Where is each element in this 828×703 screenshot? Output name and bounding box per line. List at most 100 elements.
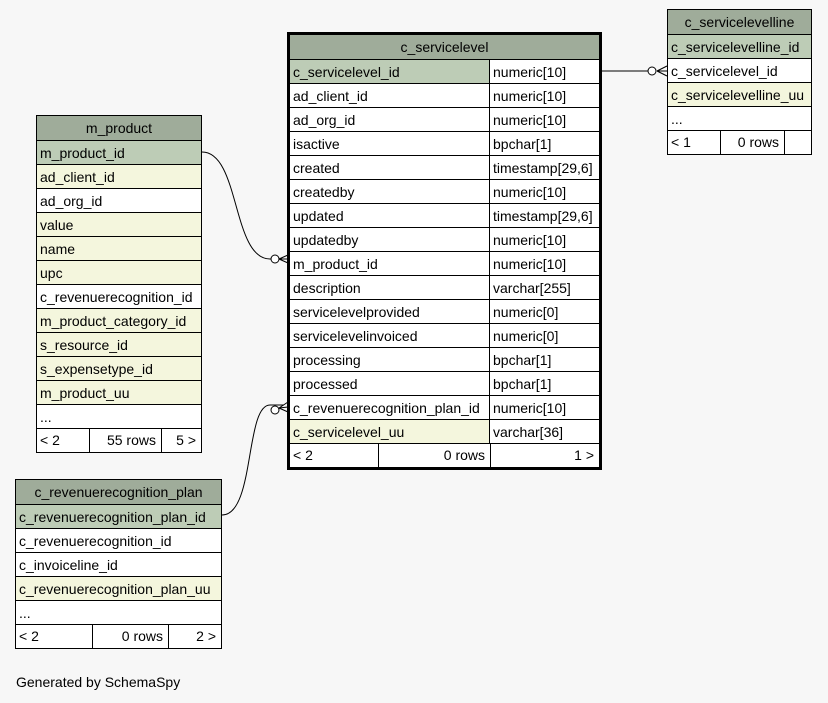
table-column-row[interactable]: ad_org_id numeric[10] bbox=[290, 108, 599, 132]
fk-optional-marker-servicelevelline bbox=[647, 66, 657, 76]
table-column-row[interactable]: c_revenuerecognition_id bbox=[16, 529, 221, 553]
column-type: numeric[10] bbox=[489, 228, 599, 251]
table-title[interactable]: m_product bbox=[37, 116, 201, 141]
column-type: numeric[0] bbox=[489, 324, 599, 347]
table-footer: < 2 0 rows 2 > bbox=[16, 625, 221, 648]
column-name: c_revenuerecognition_plan_id bbox=[293, 400, 480, 416]
fk-optional-marker-revenue-plan bbox=[270, 405, 280, 415]
children-count[interactable]: 5 > bbox=[161, 429, 201, 452]
column-type: varchar[36] bbox=[489, 420, 599, 443]
table-footer: < 1 0 rows bbox=[668, 131, 811, 154]
row-count: 55 rows bbox=[89, 429, 161, 452]
column-name: name bbox=[40, 241, 76, 257]
column-name: ad_org_id bbox=[40, 193, 103, 209]
table-column-row[interactable]: ad_client_id bbox=[37, 165, 201, 189]
table-title[interactable]: c_revenuerecognition_plan bbox=[16, 480, 221, 505]
column-name: ... bbox=[40, 409, 52, 425]
parents-count[interactable]: < 2 bbox=[19, 628, 39, 644]
column-name: m_product_id bbox=[40, 145, 125, 161]
column-name: upc bbox=[40, 265, 63, 281]
column-type: numeric[10] bbox=[489, 180, 599, 203]
children-count[interactable]: 2 > bbox=[168, 625, 221, 648]
table-column-row[interactable]: m_product_category_id bbox=[37, 309, 201, 333]
generated-by-credit[interactable]: Generated by SchemaSpy bbox=[16, 674, 181, 690]
table-column-row[interactable]: m_product_id bbox=[37, 141, 201, 165]
table-column-row[interactable]: upc bbox=[37, 261, 201, 285]
table-column-row[interactable]: c_invoiceline_id bbox=[16, 553, 221, 577]
table-column-row[interactable]: c_revenuerecognition_id bbox=[37, 285, 201, 309]
table-title[interactable]: c_servicelevelline bbox=[668, 10, 811, 35]
column-name: c_servicelevel_id bbox=[293, 64, 400, 80]
table-footer: < 2 55 rows 5 > bbox=[37, 429, 201, 452]
table-column-row[interactable]: createdby numeric[10] bbox=[290, 180, 599, 204]
column-name: updatedby bbox=[293, 232, 359, 248]
parents-count[interactable]: < 2 bbox=[40, 432, 60, 448]
row-count: 0 rows bbox=[378, 444, 490, 467]
column-name: ad_org_id bbox=[293, 112, 356, 128]
table-column-row[interactable]: c_servicelevel_id bbox=[668, 59, 811, 83]
table-title[interactable]: c_servicelevel bbox=[290, 35, 599, 60]
column-name: description bbox=[293, 280, 361, 296]
column-name: value bbox=[40, 217, 74, 233]
column-type: numeric[0] bbox=[489, 300, 599, 323]
column-type: bpchar[1] bbox=[489, 348, 599, 371]
row-count: 0 rows bbox=[720, 131, 784, 154]
table-column-row[interactable]: m_product_uu bbox=[37, 381, 201, 405]
table-column-row[interactable]: c_revenuerecognition_plan_uu bbox=[16, 577, 221, 601]
column-name: c_revenuerecognition_plan_id bbox=[19, 509, 206, 525]
column-type: numeric[10] bbox=[489, 108, 599, 131]
column-name: c_servicelevel_id bbox=[671, 63, 778, 79]
column-name: createdby bbox=[293, 184, 355, 200]
table-column-row[interactable]: s_expensetype_id bbox=[37, 357, 201, 381]
column-type: numeric[10] bbox=[489, 84, 599, 107]
column-name: ... bbox=[19, 605, 31, 621]
parents-count[interactable]: < 2 bbox=[293, 447, 313, 463]
children-count[interactable]: 1 > bbox=[490, 444, 599, 467]
table-column-row[interactable]: ad_client_id numeric[10] bbox=[290, 84, 599, 108]
table-column-row[interactable]: c_servicelevel_uu varchar[36] bbox=[290, 420, 599, 444]
fk-crowfoot-servicelevelline bbox=[656, 65, 668, 77]
column-name: servicelevelinvoiced bbox=[293, 328, 418, 344]
table-footer: < 2 0 rows 1 > bbox=[290, 444, 599, 467]
table-column-row[interactable]: ad_org_id bbox=[37, 189, 201, 213]
column-name: c_revenuerecognition_id bbox=[40, 289, 193, 305]
table-c-revenuerecognition-plan[interactable]: c_revenuerecognition_plan c_revenuerecog… bbox=[15, 479, 222, 649]
table-column-row[interactable]: value bbox=[37, 213, 201, 237]
column-type: timestamp[29,6] bbox=[489, 156, 599, 179]
column-type: bpchar[1] bbox=[489, 132, 599, 155]
column-name: c_revenuerecognition_id bbox=[19, 533, 172, 549]
table-c-servicelevelline[interactable]: c_servicelevelline c_servicelevelline_id… bbox=[667, 9, 812, 155]
table-column-row[interactable]: servicelevelinvoiced numeric[0] bbox=[290, 324, 599, 348]
table-column-row[interactable]: updatedby numeric[10] bbox=[290, 228, 599, 252]
children-count[interactable] bbox=[784, 131, 811, 154]
table-column-row[interactable]: c_servicelevelline_id bbox=[668, 35, 811, 59]
table-column-row[interactable]: s_resource_id bbox=[37, 333, 201, 357]
table-column-row[interactable]: ... bbox=[16, 601, 221, 625]
table-column-row[interactable]: c_revenuerecognition_plan_id bbox=[16, 505, 221, 529]
fk-line-m-product bbox=[201, 151, 284, 260]
column-name: ad_client_id bbox=[293, 88, 368, 104]
column-name: c_invoiceline_id bbox=[19, 557, 118, 573]
column-name: c_servicelevelline_id bbox=[671, 39, 800, 55]
column-name: c_servicelevel_uu bbox=[293, 424, 405, 440]
parents-count[interactable]: < 1 bbox=[671, 134, 691, 150]
table-column-row[interactable]: c_servicelevelline_uu bbox=[668, 83, 811, 107]
table-column-row[interactable]: ... bbox=[37, 405, 201, 429]
table-column-row[interactable]: ... bbox=[668, 107, 811, 131]
column-name: c_servicelevelline_uu bbox=[671, 87, 805, 103]
row-count: 0 rows bbox=[92, 625, 168, 648]
column-name: processed bbox=[293, 376, 358, 392]
table-column-row[interactable]: name bbox=[37, 237, 201, 261]
table-m-product[interactable]: m_product m_product_id ad_client_id ad_o… bbox=[36, 115, 202, 453]
